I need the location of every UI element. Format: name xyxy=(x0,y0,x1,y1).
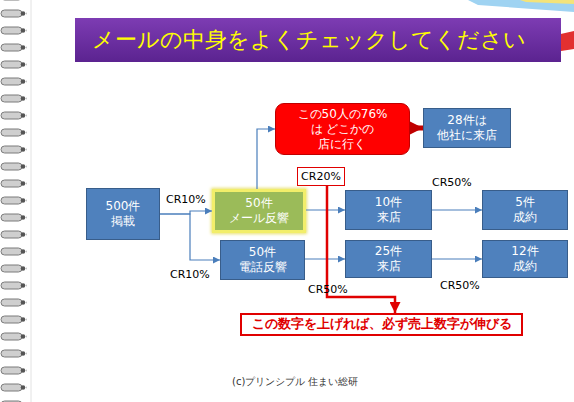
process-box: 50件 電話反響 xyxy=(220,240,305,280)
process-box: 12件 成約 xyxy=(482,240,568,278)
flow-arrow xyxy=(305,258,345,259)
yellow-pencil xyxy=(520,0,574,4)
rate-label: CR50% xyxy=(432,177,472,188)
page-edge xyxy=(31,0,32,402)
flow-arrow xyxy=(160,211,212,214)
flow-arrow xyxy=(410,126,423,131)
process-box: 5件 成約 xyxy=(482,190,568,230)
note-box: この数字を上げれば、必ず売上数字が伸びる xyxy=(240,313,523,336)
copyright-note: (c)プリンシプル 住まい総研 xyxy=(232,377,358,387)
node-text: 50件 電話反響 xyxy=(239,245,287,275)
callout-box: この50人の76%は どこかの 店に行く xyxy=(275,103,410,155)
rate-label: CR10% xyxy=(166,194,206,205)
node-text: 5件 成約 xyxy=(513,195,537,225)
node-text: 500件 掲載 xyxy=(106,199,141,229)
rate-label: CR50% xyxy=(308,284,348,295)
node-text: CR20% xyxy=(301,170,341,184)
node-text: 12件 成約 xyxy=(511,244,538,274)
flow-arrow xyxy=(306,209,345,210)
title-band xyxy=(75,18,561,62)
node-text: 10件 来店 xyxy=(375,195,402,225)
process-box: 10件 来店 xyxy=(345,190,432,230)
node-text: 28件は 他社に来店 xyxy=(437,113,497,143)
slide-title: メールの中身をよくチェックしてください xyxy=(92,29,526,51)
flow-arrow xyxy=(432,258,482,259)
process-box: 28件は 他社に来店 xyxy=(423,108,511,148)
flow-arrow xyxy=(160,214,220,260)
flow-arrow xyxy=(432,209,482,210)
node-text: 50件 メール反響 xyxy=(229,196,289,226)
rate-box: CR20% xyxy=(297,167,345,186)
process-box: 25件 来店 xyxy=(345,240,432,278)
rate-label: CR10% xyxy=(170,269,210,280)
flow-arrow xyxy=(257,129,275,189)
spiral-binding xyxy=(0,0,27,402)
blue-pencil xyxy=(468,0,574,12)
node-text: この数字を上げれば、必ず売上数字が伸びる xyxy=(252,316,512,332)
process-box: 500件 掲載 xyxy=(86,188,160,240)
node-text: 25件 来店 xyxy=(375,244,402,274)
node-text: この50人の76%は どこかの 店に行く xyxy=(298,107,388,152)
highlight-box: 50件 メール反響 xyxy=(212,189,306,233)
rate-label: CR50% xyxy=(440,280,480,291)
